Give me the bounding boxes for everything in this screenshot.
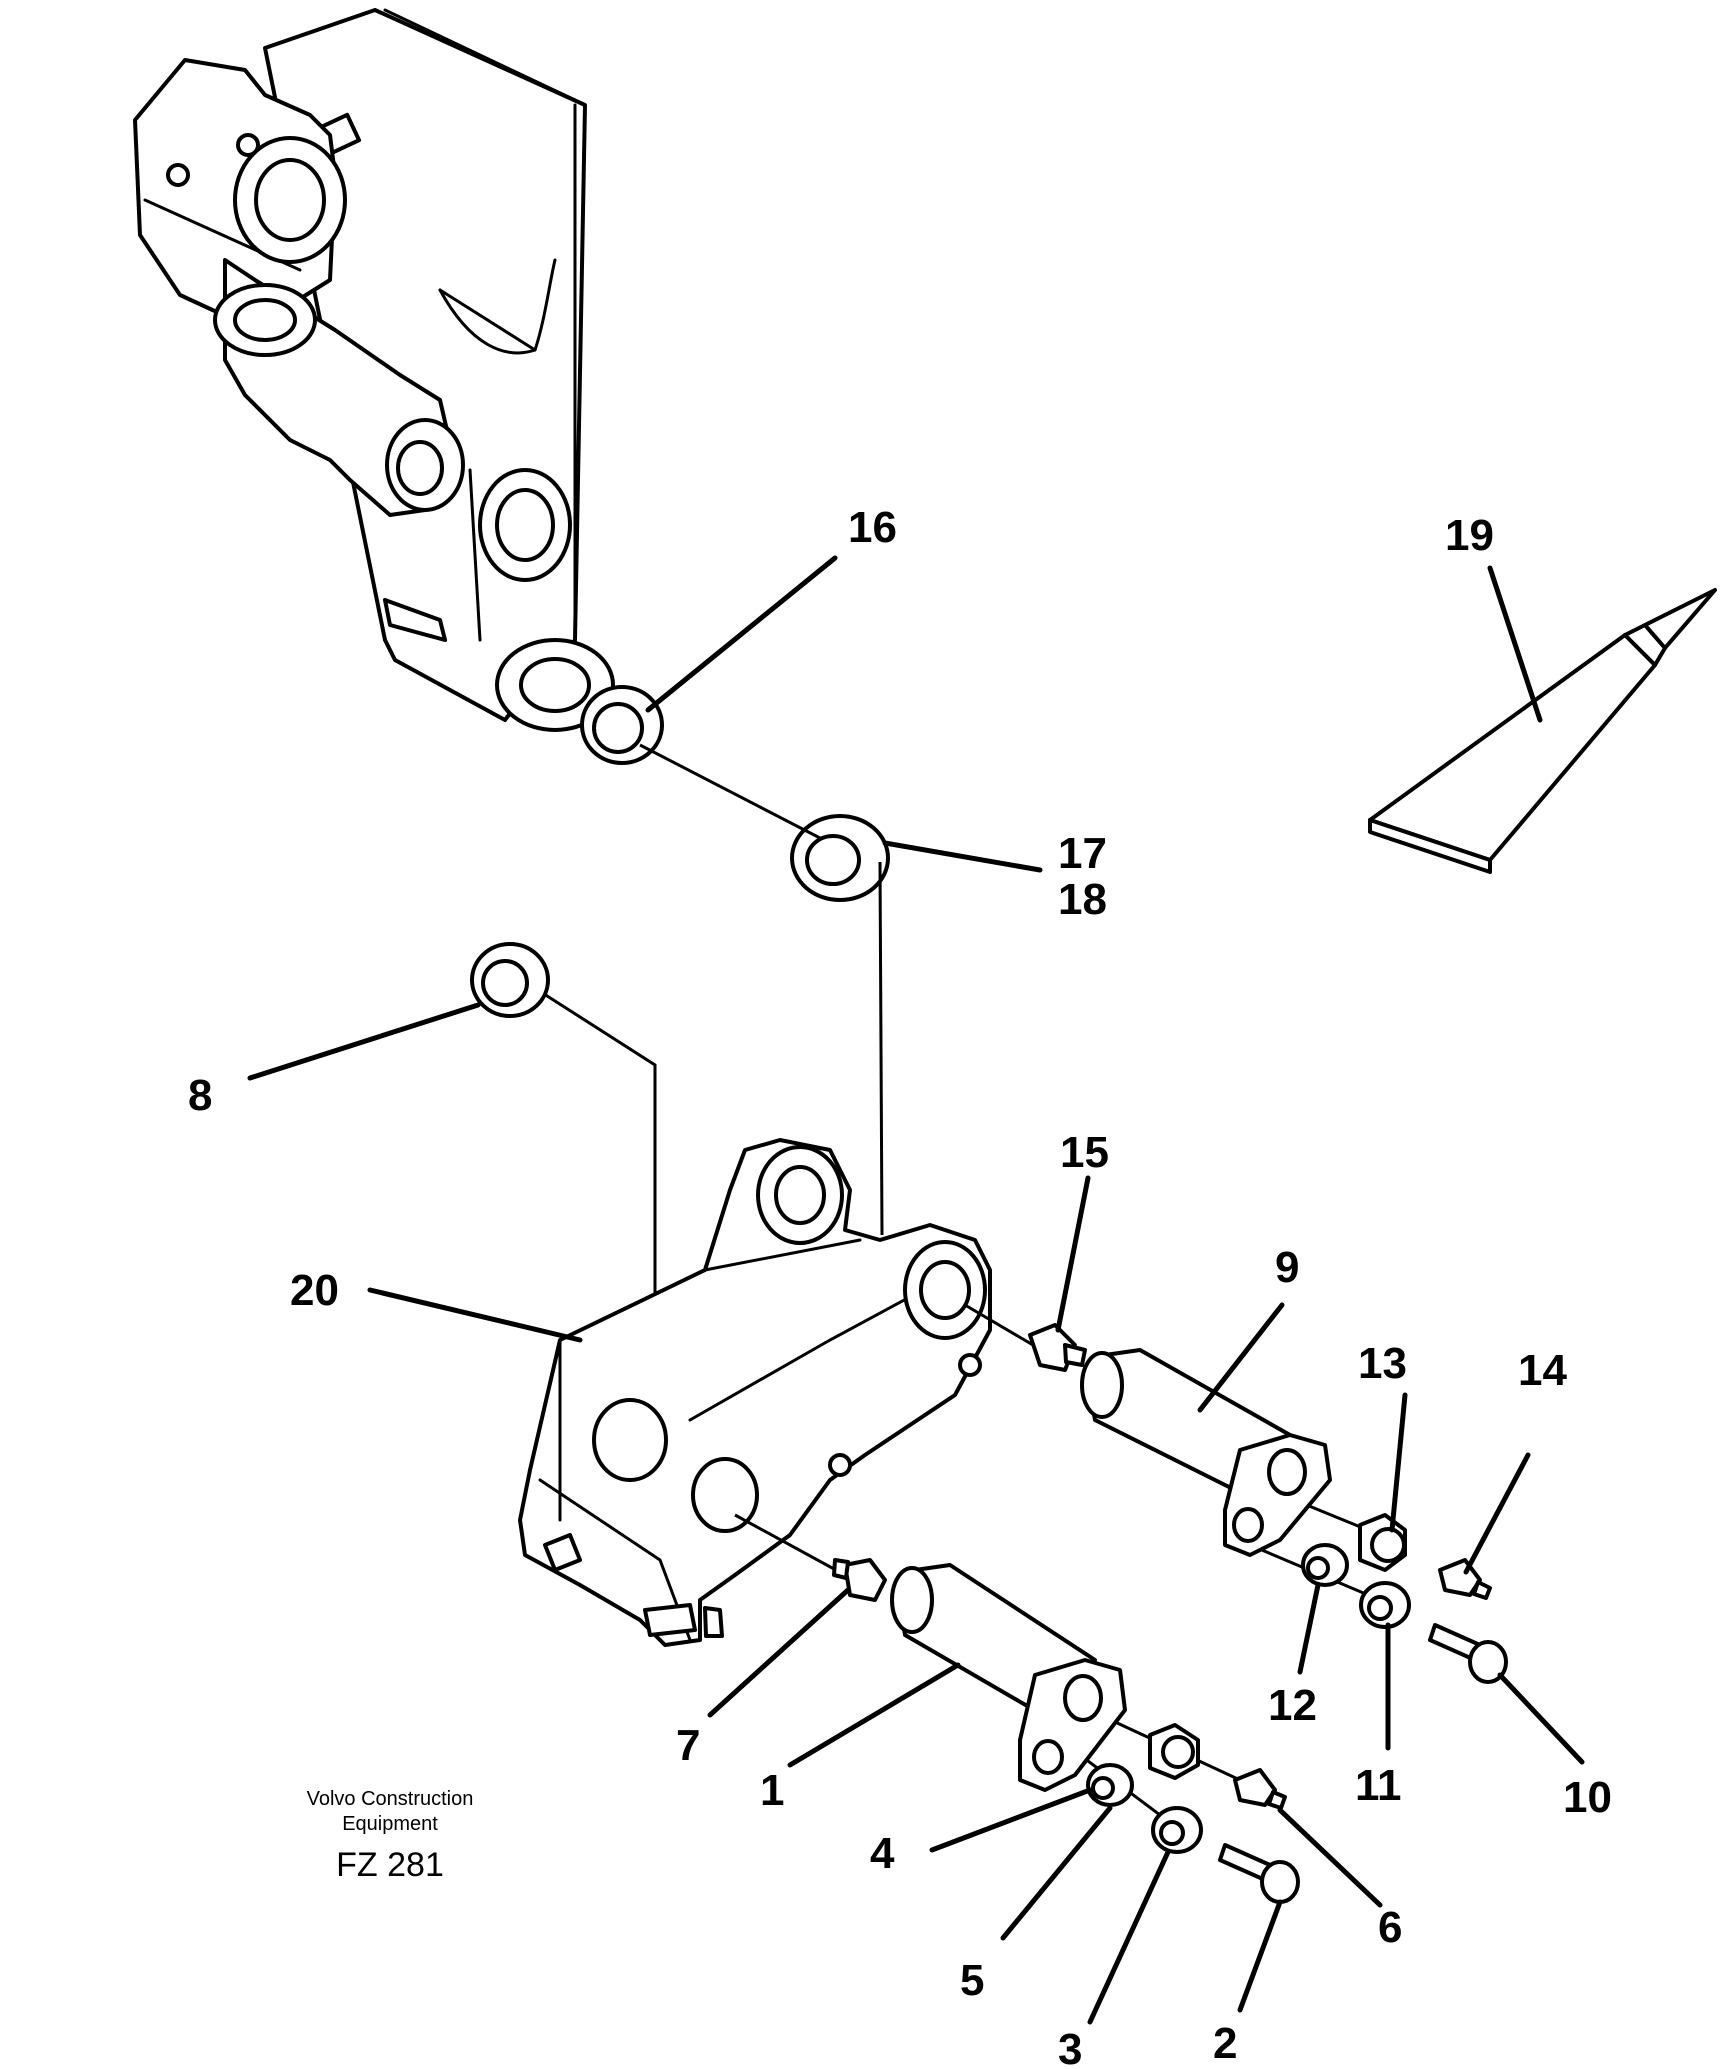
leader-4 <box>929 1787 1093 1853</box>
callout-18: 18 <box>1058 875 1107 924</box>
leader-9 <box>1197 1302 1285 1413</box>
callout-19: 19 <box>1445 511 1494 560</box>
callout-14: 14 <box>1518 1346 1567 1395</box>
callout-4: 4 <box>870 1829 895 1878</box>
spacer-12 <box>1301 1543 1349 1587</box>
leader-17 <box>882 840 1043 873</box>
callout-5: 5 <box>960 1956 984 2005</box>
caption-manufacturer-line1: Volvo Construction <box>307 1788 474 1810</box>
callout-1: 1 <box>760 1766 784 1815</box>
pin-9 <box>1080 1348 1332 1557</box>
leader-5 <box>1000 1805 1113 1941</box>
callout-9: 9 <box>1275 1243 1299 1292</box>
leader-10 <box>1497 1672 1585 1765</box>
figure-code: FZ 281 <box>336 1846 444 1884</box>
grease-nipple-6 <box>1233 1768 1287 1810</box>
washer-11 <box>1359 1581 1411 1629</box>
pin-1 <box>890 1563 1127 1792</box>
leader-16 <box>645 555 838 713</box>
leader-15 <box>1055 1175 1091 1333</box>
callout-15: 15 <box>1060 1128 1109 1177</box>
lock-nut-13 <box>1358 1513 1407 1572</box>
bolt-10 <box>1428 1623 1508 1684</box>
callout-11: 11 <box>1355 1761 1402 1810</box>
lock-nut-near-6 <box>1148 1723 1200 1780</box>
leader-19 <box>1487 565 1543 723</box>
leader-1 <box>787 1662 961 1768</box>
callout-13: 13 <box>1358 1339 1407 1388</box>
callout-3: 3 <box>1058 2025 1082 2069</box>
callout-17: 17 <box>1058 829 1107 878</box>
leader-20 <box>367 1287 583 1343</box>
grease-nipple-7 <box>832 1558 887 1602</box>
link-arm <box>133 58 465 517</box>
callout-2: 2 <box>1213 2019 1237 2068</box>
leader-14 <box>1463 1452 1531 1575</box>
connection-line-17-20 <box>878 861 884 1236</box>
washer-3 <box>1151 1806 1203 1854</box>
callout-6: 6 <box>1378 1903 1402 1952</box>
seal-16 <box>580 685 664 765</box>
leader-3 <box>1087 1849 1171 2025</box>
shim-ring-17-18 <box>790 814 890 902</box>
leader-12 <box>1297 1582 1321 1675</box>
spacer-4-5 <box>1086 1763 1134 1807</box>
connection-line-16-17 <box>639 743 821 840</box>
connection-line-pin-1 <box>734 1513 846 1577</box>
grease-nipple-15 <box>1028 1323 1087 1372</box>
callout-12: 12 <box>1268 1681 1317 1730</box>
callout-7: 7 <box>676 1721 700 1770</box>
callout-10: 10 <box>1563 1773 1612 1822</box>
bolt-2 <box>1218 1843 1300 1904</box>
leader-8 <box>247 1002 481 1081</box>
leader-2 <box>1237 1899 1283 2013</box>
quick-coupler <box>518 1138 992 1647</box>
leader-7 <box>707 1587 851 1718</box>
caption-manufacturer-line2: Equipment <box>342 1813 438 1835</box>
callout-20: 20 <box>290 1266 339 1315</box>
callout-8: 8 <box>188 1071 212 1120</box>
grease-nipple-14 <box>1438 1558 1492 1600</box>
seal-8 <box>470 942 550 1018</box>
callout-16: 16 <box>848 503 897 552</box>
leader-6 <box>1277 1807 1383 1908</box>
grease-tube-19 <box>1368 588 1717 874</box>
leader-13 <box>1389 1392 1408 1533</box>
